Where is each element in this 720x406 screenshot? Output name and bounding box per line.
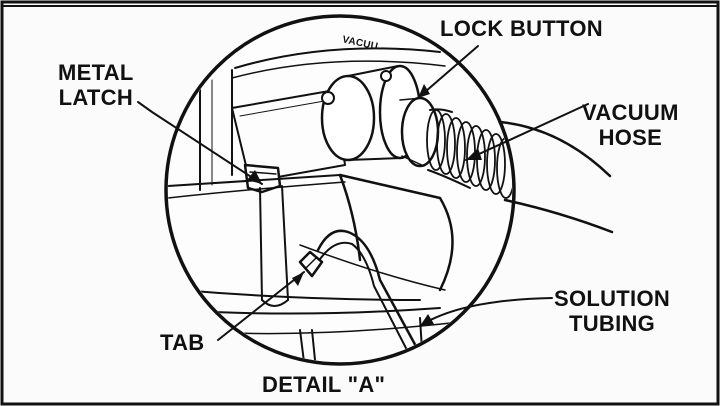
vacuum-hose-drawing [498,120,614,234]
lock-button-label: LOCK BUTTON [440,16,603,41]
metal-latch-label: METAL LATCH [58,60,134,110]
metal-latch-leader [137,101,263,185]
vacuum-hose-leader [465,103,589,161]
detail-circle [164,14,516,366]
machine-body [168,47,512,362]
vacuum-hose-label-line2: HOSE [598,125,663,150]
solution-tubing-label-line1: SOLUTION [554,286,671,311]
tab-leader [217,271,305,341]
metal-latch-label-line1: METAL [58,60,134,85]
detail-caption: DETAIL "A" [262,372,386,397]
solution-tubing-label-line2: TUBING [568,311,656,336]
metal-latch-label-line2: LATCH [58,85,134,110]
tab-label: TAB [160,330,205,355]
vacuum-hose-label: VACUUM HOSE [582,100,679,150]
leader-arrowheads [247,84,482,326]
lock-button-leader [417,45,479,99]
vacuum-hose-label-line1: VACUUM [582,100,679,125]
solution-tubing-label: SOLUTION TUBING [554,286,670,336]
